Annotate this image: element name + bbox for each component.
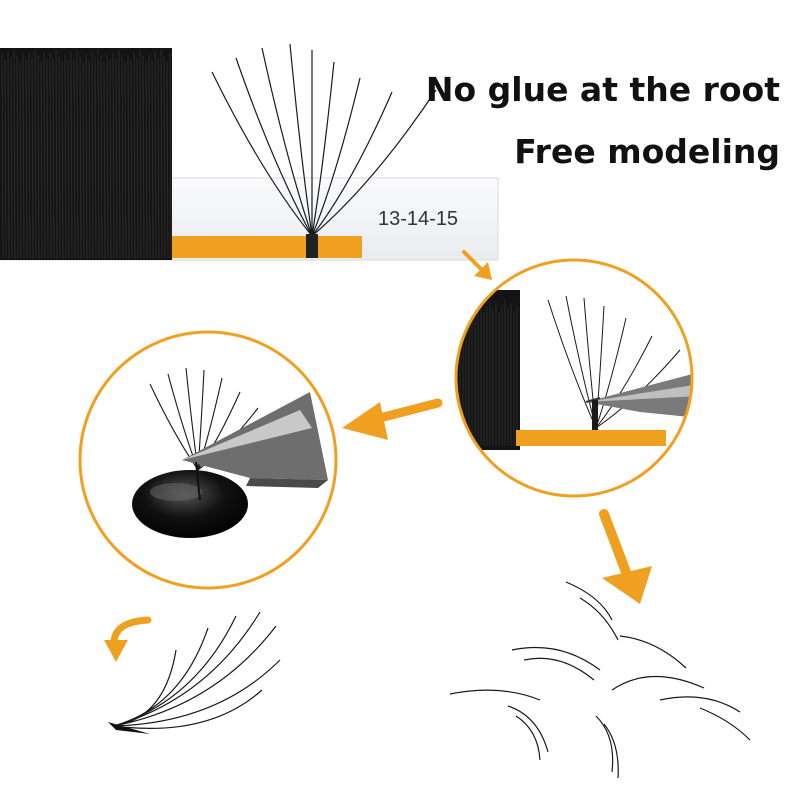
arrow-down-large-icon	[599, 509, 652, 604]
finished-fan-lash	[108, 611, 281, 734]
lash-strip-tray	[0, 43, 499, 261]
arrow-left-icon	[342, 398, 443, 440]
fan-lash-top	[211, 43, 437, 237]
lash-block	[0, 48, 172, 260]
headline-line-1: No glue at the root	[425, 70, 780, 109]
curved-arrow-icon	[104, 616, 152, 662]
orange-base-tape	[170, 236, 362, 258]
loose-lashes	[449, 581, 751, 779]
arrow-down-icon	[462, 250, 492, 280]
lash-length-label: 13-14-15	[378, 208, 459, 230]
headline-line-2: Free modeling	[514, 132, 780, 171]
detail-circle-glue	[78, 330, 338, 590]
detail-circle-pick	[454, 258, 694, 498]
glue-drop	[132, 470, 248, 538]
fan-root	[306, 234, 318, 258]
